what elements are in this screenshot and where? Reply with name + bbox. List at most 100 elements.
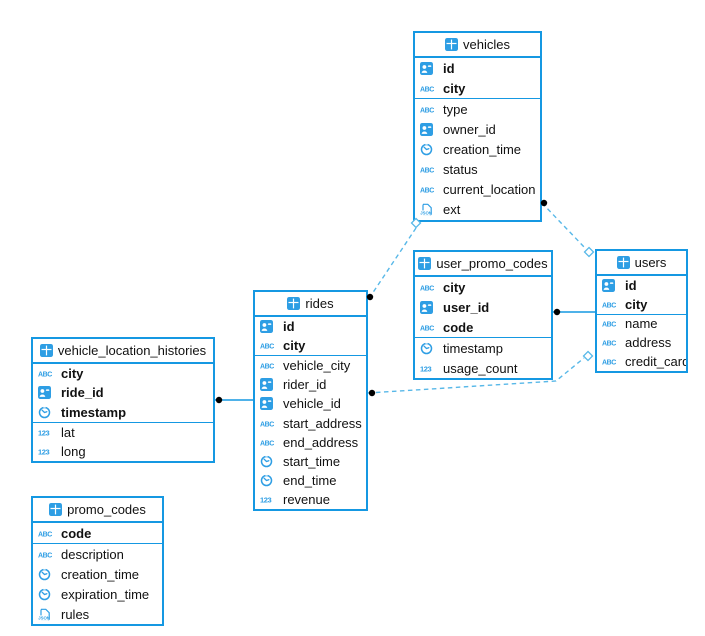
table-header[interactable]: users [597,251,686,276]
text-type-icon: ABC [420,188,435,195]
column-name: name [625,316,658,332]
column-rider_id[interactable]: rider_id [255,375,366,394]
svg-text:ABC: ABC [420,188,434,195]
column-name: type [443,101,468,117]
column-timestamp[interactable]: timestamp [33,402,213,421]
table-header[interactable]: vehicles [415,33,540,58]
column-ext[interactable]: JSON ext [415,200,540,220]
text-type-icon: ABC [38,531,53,538]
column-type-icon-slot: JSON [420,203,438,216]
column-ride_id[interactable]: ride_id [33,383,213,402]
column-name: credit_card [625,354,686,370]
column-type-icon-slot: 123 [38,446,56,457]
table-title: user_promo_codes [436,256,548,271]
column-creation_time[interactable]: creation_time [33,564,162,584]
text-type-icon: ABC [420,86,435,93]
column-type-icon-slot: ABC [260,437,278,448]
relation-dot-marker [215,396,223,404]
column-creation_time[interactable]: creation_time [415,140,540,160]
column-type-icon-slot: 123 [260,494,278,505]
column-name: city [283,338,306,354]
table-header[interactable]: promo_codes [33,498,162,523]
column-user_id[interactable]: user_id [415,297,551,317]
column-type-icon-slot: ABC [602,337,620,348]
column-type-icon-slot [602,278,620,292]
relation-diamond-marker [582,350,594,362]
column-type-icon-slot [38,587,56,601]
column-start_time[interactable]: start_time [255,452,366,471]
column-type-icon-slot [260,397,278,411]
text-type-icon: ABC [602,302,617,309]
column-type-icon-slot [420,300,438,314]
relation-diamond-marker [583,246,595,258]
table-header[interactable]: rides [255,292,366,317]
column-id[interactable]: id [415,58,540,78]
column-end_time[interactable]: end_time [255,471,366,490]
column-vehicle_id[interactable]: vehicle_id [255,394,366,413]
column-type-icon-slot: ABC [420,184,438,195]
column-name: start_address [283,415,362,431]
table-icon [616,256,630,269]
table-header[interactable]: user_promo_codes [415,252,551,277]
id-type-icon [260,397,273,411]
column-vehicle_city[interactable]: ABC vehicle_city [255,356,366,375]
column-name: start_time [283,453,341,469]
column-name: long [61,443,86,459]
column-timestamp[interactable]: timestamp [415,338,551,358]
id-type-icon [420,122,433,136]
column-type-icon-slot: ABC [602,299,620,310]
column-start_address[interactable]: ABC start_address [255,413,366,432]
column-id[interactable]: id [255,317,366,336]
column-type-icon-slot: 123 [420,363,438,374]
column-name: vehicle_city [283,358,351,374]
svg-text:ABC: ABC [420,285,434,292]
column-name: ext [443,202,461,218]
svg-text:ABC: ABC [260,421,274,428]
relation-dot-marker [368,389,376,397]
column-type-icon-slot: ABC [260,360,278,371]
column-owner_id[interactable]: owner_id [415,119,540,139]
column-expiration_time[interactable]: expiration_time [33,584,162,604]
column-type-icon-slot [420,61,438,75]
table-header[interactable]: vehicle_location_histories [33,339,213,364]
column-id[interactable]: id [597,276,686,295]
json-type-icon: JSON [38,608,50,620]
svg-text:123: 123 [38,447,50,456]
relation-line [369,227,417,298]
number-type-icon: 123 [420,364,432,373]
column-long[interactable]: 123 long [33,442,213,461]
column-name: id [625,277,637,293]
svg-text:ABC: ABC [260,440,274,447]
